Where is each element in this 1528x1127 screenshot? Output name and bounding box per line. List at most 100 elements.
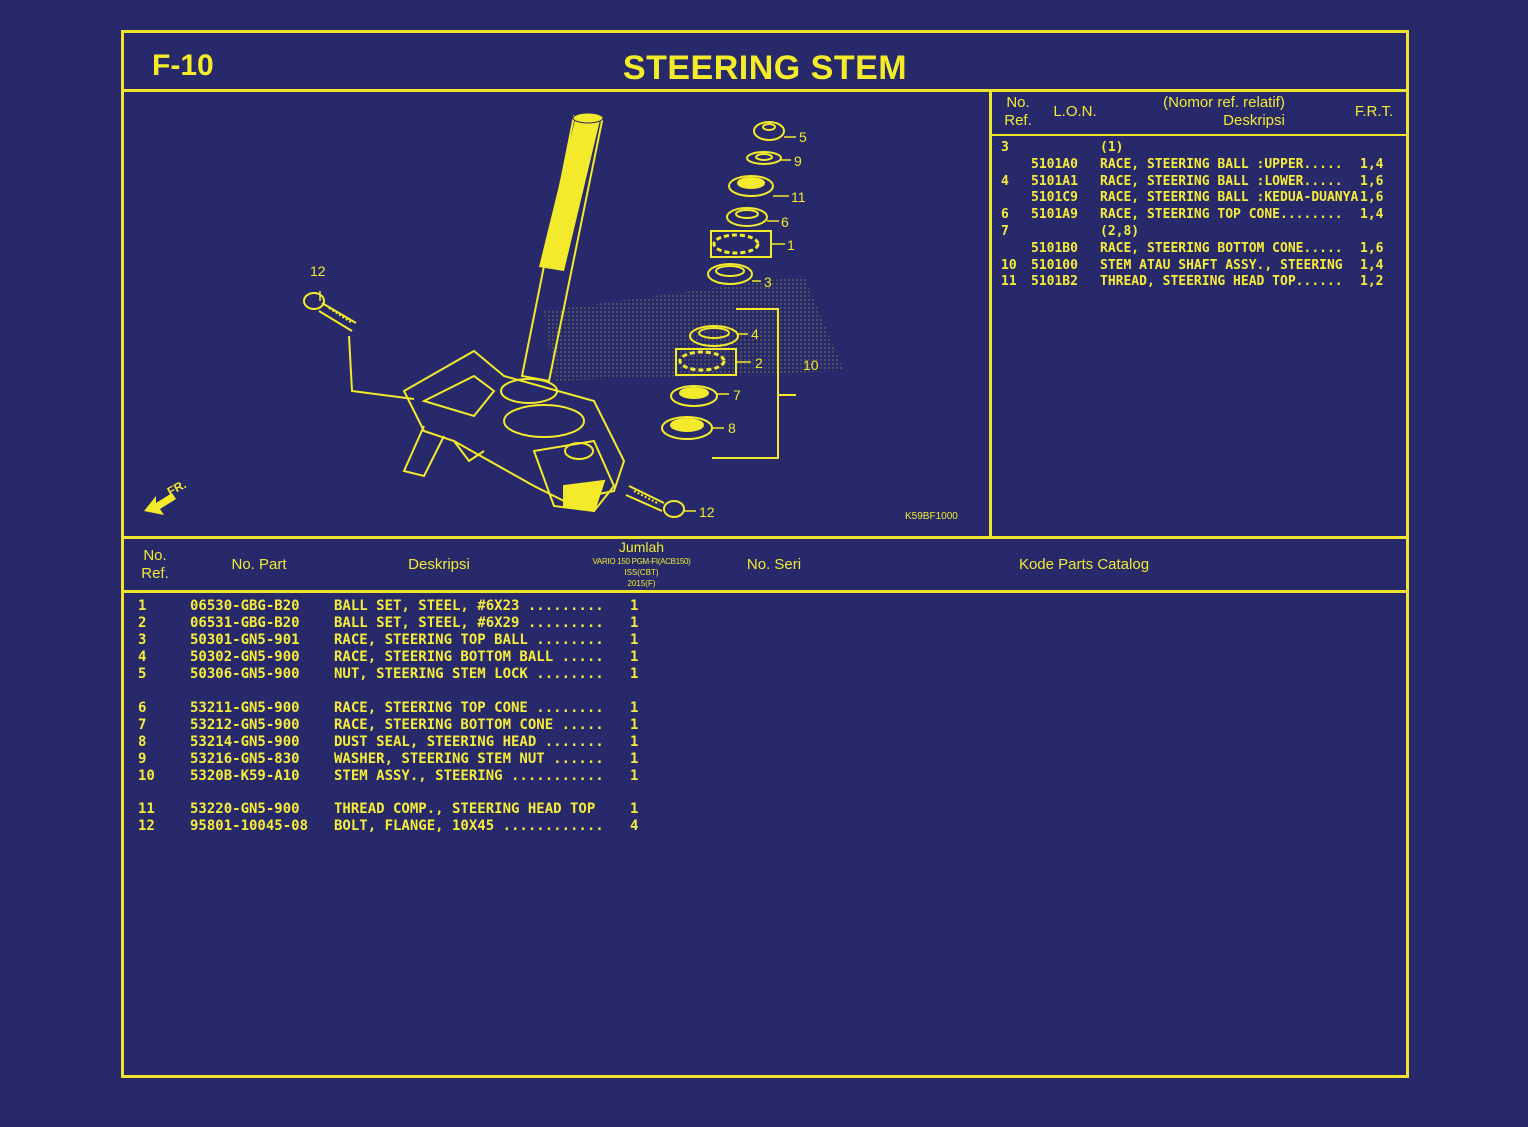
bolt-right xyxy=(625,485,685,518)
part-qty: 1 xyxy=(630,598,639,614)
part-qty: 1 xyxy=(630,666,639,683)
svg-text:12: 12 xyxy=(310,263,326,279)
part-qty: 4 xyxy=(630,818,639,835)
ref-desc: RACE, STEERING TOP CONE........ xyxy=(1100,207,1343,223)
part-description: WASHER, STEERING STEM NUT ...... xyxy=(334,750,604,767)
parts-header-qty: Jumlah VARIO 150 PGM-FI(ACB150) ISS(CBT)… xyxy=(592,539,691,588)
upper-bearing-stack xyxy=(707,121,785,285)
ref-no: 6 xyxy=(1001,207,1009,223)
ref-lon: 5101A1 xyxy=(1031,173,1078,189)
svg-text:3: 3 xyxy=(764,274,772,290)
parts-header-catalog: Kode Parts Catalog xyxy=(1018,556,1150,573)
svg-text:11: 11 xyxy=(791,189,806,205)
ref-lon: 5101A0 xyxy=(1031,156,1078,172)
divider xyxy=(992,134,1406,136)
part-number: 53220-GN5-900 xyxy=(190,801,300,817)
parts-header-desc: Deskripsi xyxy=(408,556,470,573)
parts-header-serial: No. Seri xyxy=(746,556,802,573)
part-description: BALL SET, STEEL, #6X23 ......... xyxy=(334,598,604,614)
part-number: 50302-GN5-900 xyxy=(190,649,300,666)
part-ref: 12 xyxy=(138,818,155,835)
svg-text:1: 1 xyxy=(787,237,795,253)
part-ref: 6 xyxy=(138,699,147,716)
ref-frt: 1,6 xyxy=(1360,190,1384,206)
ref-lon: 5101A9 xyxy=(1031,207,1078,223)
callout-labels: 5 9 11 6 1 3 4 2 10 7 8 12 12 xyxy=(310,129,819,520)
ref-frt: 1,4 xyxy=(1360,257,1384,273)
divider xyxy=(124,536,1406,539)
ref-no: 7 xyxy=(1001,224,1009,239)
ref-lon: 5101B2 xyxy=(1031,274,1078,290)
part-description: RACE, STEERING BOTTOM BALL ..... xyxy=(334,649,604,666)
ref-no: 11 xyxy=(1001,274,1017,290)
ref-header-no: No.Ref. xyxy=(1004,94,1032,129)
ref-lon: 510100 xyxy=(1031,257,1078,273)
part-description: BOLT, FLANGE, 10X45 ............ xyxy=(334,818,604,835)
svg-text:6: 6 xyxy=(781,214,789,230)
ref-desc: THREAD, STEERING HEAD TOP...... xyxy=(1100,274,1343,290)
part-ref: 7 xyxy=(138,716,147,733)
front-direction-arrow: FR. xyxy=(144,477,188,515)
ref-header-lon: L.O.N. xyxy=(1053,103,1097,120)
part-qty: 1 xyxy=(630,615,639,632)
parts-header-no: No.Ref. xyxy=(141,547,169,582)
ref-desc: STEM ATAU SHAFT ASSY., STEERING xyxy=(1100,257,1343,273)
ref-frt: 1,4 xyxy=(1360,207,1384,223)
part-ref: 8 xyxy=(138,733,147,750)
ref-desc: (1) xyxy=(1100,140,1124,155)
part-qty: 1 xyxy=(630,632,639,649)
parts-header-part: No. Part xyxy=(231,556,287,573)
part-description: THREAD COMP., STEERING HEAD TOP xyxy=(334,801,596,817)
bolt-left xyxy=(303,292,415,400)
ref-frt: 1,2 xyxy=(1360,274,1384,290)
part-ref: 1 xyxy=(138,598,147,614)
svg-text:12: 12 xyxy=(699,504,715,520)
ref-desc: (2,8) xyxy=(1100,224,1140,239)
part-qty: 1 xyxy=(630,767,639,784)
part-description: RACE, STEERING TOP CONE ........ xyxy=(334,699,604,716)
part-ref: 11 xyxy=(138,801,155,817)
stem-shaft xyxy=(520,112,604,383)
part-number: 5320B-K59-A10 xyxy=(190,767,300,784)
lower-bearing-stack xyxy=(661,308,796,459)
svg-text:2: 2 xyxy=(755,355,763,371)
part-qty: 1 xyxy=(630,716,639,733)
svg-text:4: 4 xyxy=(751,326,759,342)
ref-lon: 5101B0 xyxy=(1031,240,1078,256)
ref-frt: 1,6 xyxy=(1360,240,1384,256)
svg-text:8: 8 xyxy=(728,420,736,436)
ref-desc: RACE, STEERING BOTTOM CONE..... xyxy=(1100,240,1343,256)
part-number: 53216-GN5-830 xyxy=(190,750,300,767)
exploded-diagram: 5 9 11 6 1 3 4 2 10 7 8 12 12 FR. xyxy=(144,112,844,520)
part-ref: 3 xyxy=(138,632,147,649)
part-qty: 1 xyxy=(630,801,639,817)
ref-desc: RACE, STEERING BALL :KEDUA-DUANYA xyxy=(1100,190,1359,206)
diagram-id: K59BF1000 xyxy=(905,511,958,522)
svg-text:7: 7 xyxy=(733,387,741,403)
part-description: RACE, STEERING TOP BALL ........ xyxy=(334,632,604,649)
divider xyxy=(124,89,1406,92)
part-number: 50301-GN5-901 xyxy=(190,632,300,649)
divider xyxy=(989,91,992,539)
part-description: RACE, STEERING BOTTOM CONE ..... xyxy=(334,716,604,733)
part-qty: 1 xyxy=(630,733,639,750)
svg-text:10: 10 xyxy=(803,357,819,373)
ref-desc: RACE, STEERING BALL :UPPER..... xyxy=(1100,156,1343,172)
part-description: NUT, STEERING STEM LOCK ........ xyxy=(334,666,604,683)
shading xyxy=(544,276,844,381)
ref-header-frt: F.R.T. xyxy=(1354,103,1394,120)
part-ref: 2 xyxy=(138,615,147,632)
part-number: 50306-GN5-900 xyxy=(190,666,300,683)
part-number: 53211-GN5-900 xyxy=(190,699,300,716)
steering-bracket xyxy=(402,349,626,513)
leader-lines xyxy=(319,136,796,512)
part-number: 53214-GN5-900 xyxy=(190,733,300,750)
part-ref: 4 xyxy=(138,649,147,666)
part-number: 95801-10045-08 xyxy=(190,818,309,835)
divider xyxy=(124,590,1406,593)
page-code: F-10 xyxy=(152,49,214,82)
ref-no: 3 xyxy=(1001,140,1009,155)
ref-frt: 1,4 xyxy=(1360,156,1384,172)
part-description: STEM ASSY., STEERING ........... xyxy=(334,767,604,784)
ref-header-desc: (Nomor ref. relatif) Deskripsi xyxy=(1163,94,1285,129)
